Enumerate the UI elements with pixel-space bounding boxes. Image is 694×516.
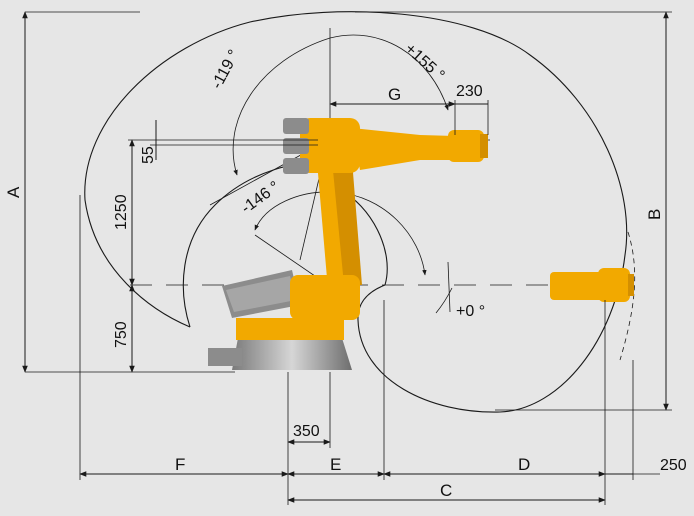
robot-arm <box>208 118 488 370</box>
plus0-tick <box>447 261 451 313</box>
plus0-arc <box>435 287 453 314</box>
outer-envelope <box>84 11 628 413</box>
robot-wrist-extended <box>550 268 634 302</box>
label-250: 250 <box>660 457 687 474</box>
angle-plus0: +0 ° <box>456 303 485 320</box>
reach-arc-dashed <box>619 231 636 361</box>
angle-plus155: +155 ° <box>401 40 447 84</box>
label-55: 55 <box>140 146 157 164</box>
label-A: A <box>4 186 23 198</box>
label-B: B <box>645 209 664 220</box>
label-230: 230 <box>456 83 483 100</box>
label-E: E <box>330 455 341 474</box>
label-F: F <box>175 455 185 474</box>
label-1250: 1250 <box>113 194 130 230</box>
label-G: G <box>388 85 401 104</box>
label-C: C <box>440 481 452 500</box>
label-350: 350 <box>293 423 320 440</box>
label-750: 750 <box>113 321 130 348</box>
angle-minus146: -146 ° <box>238 178 283 217</box>
angle-minus119: -119 ° <box>209 47 244 92</box>
label-D: D <box>518 455 530 474</box>
